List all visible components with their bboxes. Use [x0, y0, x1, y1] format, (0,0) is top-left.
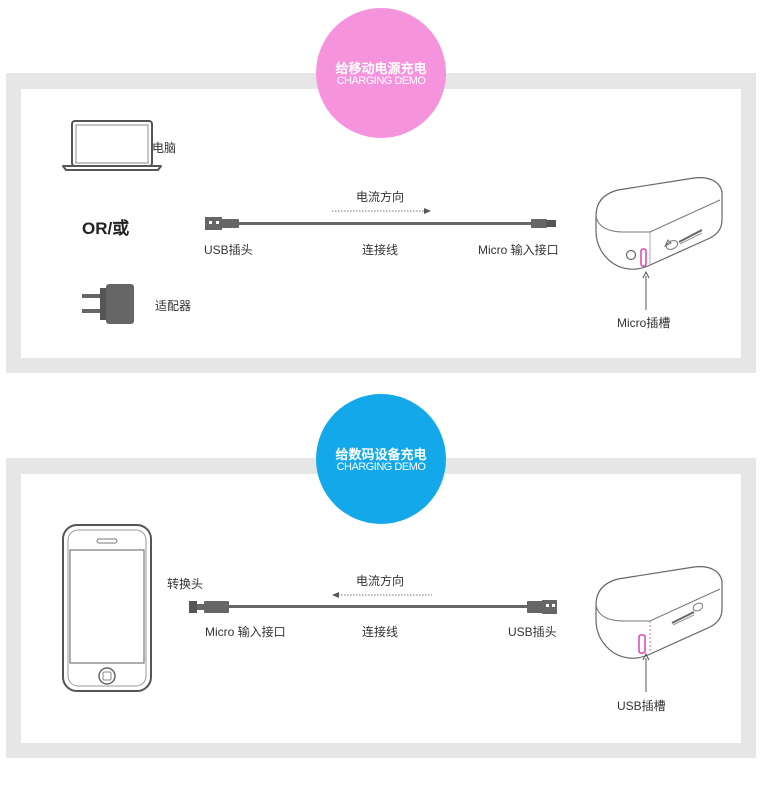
or-label: OR/或 — [82, 219, 130, 238]
section2-direction-label: 电流方向 — [356, 574, 405, 588]
section2-badge-subtitle: CHARGING DEMO — [336, 461, 426, 473]
wall-adapter-icon — [82, 284, 134, 324]
usb-cable-icon — [205, 217, 556, 230]
section2-usb-plug-label: USB插头 — [508, 625, 557, 639]
section1-direction-arrow — [332, 208, 431, 214]
converter-label: 转换头 — [167, 577, 204, 591]
section1-badge-subtitle: CHARGING DEMO — [336, 75, 426, 87]
section1-badge-title: 给移动电源充电 — [335, 61, 427, 76]
computer-label: 电脑 — [152, 141, 177, 155]
phone-icon — [62, 524, 152, 692]
section2-cable-label: 连接线 — [362, 625, 399, 639]
section2-direction-arrow — [332, 592, 432, 598]
section1-usb-plug-label: USB插头 — [204, 243, 253, 257]
power-bank-icon — [595, 177, 723, 270]
section1-badge: 给移动电源充电 CHARGING DEMO — [316, 8, 446, 138]
section1-direction-label: 电流方向 — [356, 190, 405, 204]
usb-cable-icon-2 — [189, 600, 557, 614]
section2-badge: 给数码设备充电 CHARGING DEMO — [316, 394, 446, 524]
section2-micro-input-label: Micro 输入接口 — [205, 625, 286, 639]
usb-slot-arrow — [642, 652, 650, 692]
section1-cable-label: 连接线 — [362, 243, 399, 257]
micro-slot-label: Micro插槽 — [617, 316, 671, 330]
section2-badge-title: 给数码设备充电 — [335, 447, 427, 462]
laptop-icon — [62, 120, 162, 171]
section1-micro-input-label: Micro 输入接口 — [478, 243, 559, 257]
adapter-label: 适配器 — [155, 299, 192, 313]
power-bank-icon-2 — [595, 566, 723, 659]
usb-slot-label: USB插槽 — [617, 699, 666, 713]
micro-slot-arrow — [642, 270, 650, 310]
